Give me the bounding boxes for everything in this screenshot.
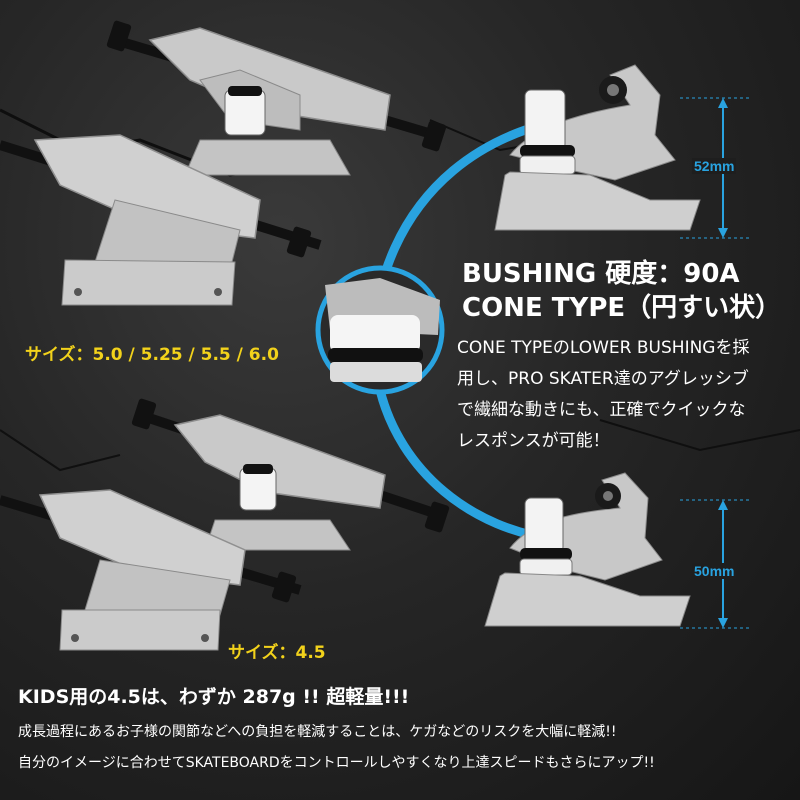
bushing-description: CONE TYPEのLOWER BUSHINGを採 用し、PRO SKATER達… (457, 333, 749, 457)
size-label-kids: サイズ：4.5 (228, 643, 326, 663)
bushing-desc-line: で繊細な動きにも、正確でクイックな (457, 400, 746, 420)
bushing-title-line2: CONE TYPE（円すい状） (462, 293, 782, 323)
bushing-zoom-icon (315, 265, 445, 395)
bushing-desc-line: CONE TYPEのLOWER BUSHINGを採 (457, 338, 750, 358)
footer-line-1: 成長過程にあるお子様の関節などへの負担を軽減することは、ケガなどのリスクを大幅に… (18, 724, 617, 740)
truck-side-view-52 (494, 64, 701, 231)
truck-front-top (0, 134, 322, 306)
truck-side-view-50 (484, 472, 691, 627)
bushing-desc-line: レスポンスが可能！ (457, 431, 610, 451)
size-label-main: サイズ：5.0 / 5.25 / 5.5 / 6.0 (25, 345, 279, 365)
bushing-desc-line: 用し、PRO SKATER達のアグレッシブ (457, 369, 749, 389)
truck-pair-top-image (0, 20, 447, 306)
truck-back-top (106, 20, 447, 176)
truck-front-kids (0, 489, 302, 651)
truck-back-kids (131, 398, 450, 551)
footer-line-2: 自分のイメージに合わせてSKATEBOARDをコントロールしやすくなり上達スピー… (18, 755, 655, 771)
footer-title: KIDS用の4.5は、わずか 287g !! 超軽量!!! (18, 686, 410, 708)
dimension-label-50: 50mm (692, 563, 737, 579)
dimension-label-52: 52mm (692, 158, 737, 174)
truck-pair-kids-image (0, 398, 450, 651)
bushing-title-line1: BUSHING 硬度：90A (462, 259, 740, 289)
